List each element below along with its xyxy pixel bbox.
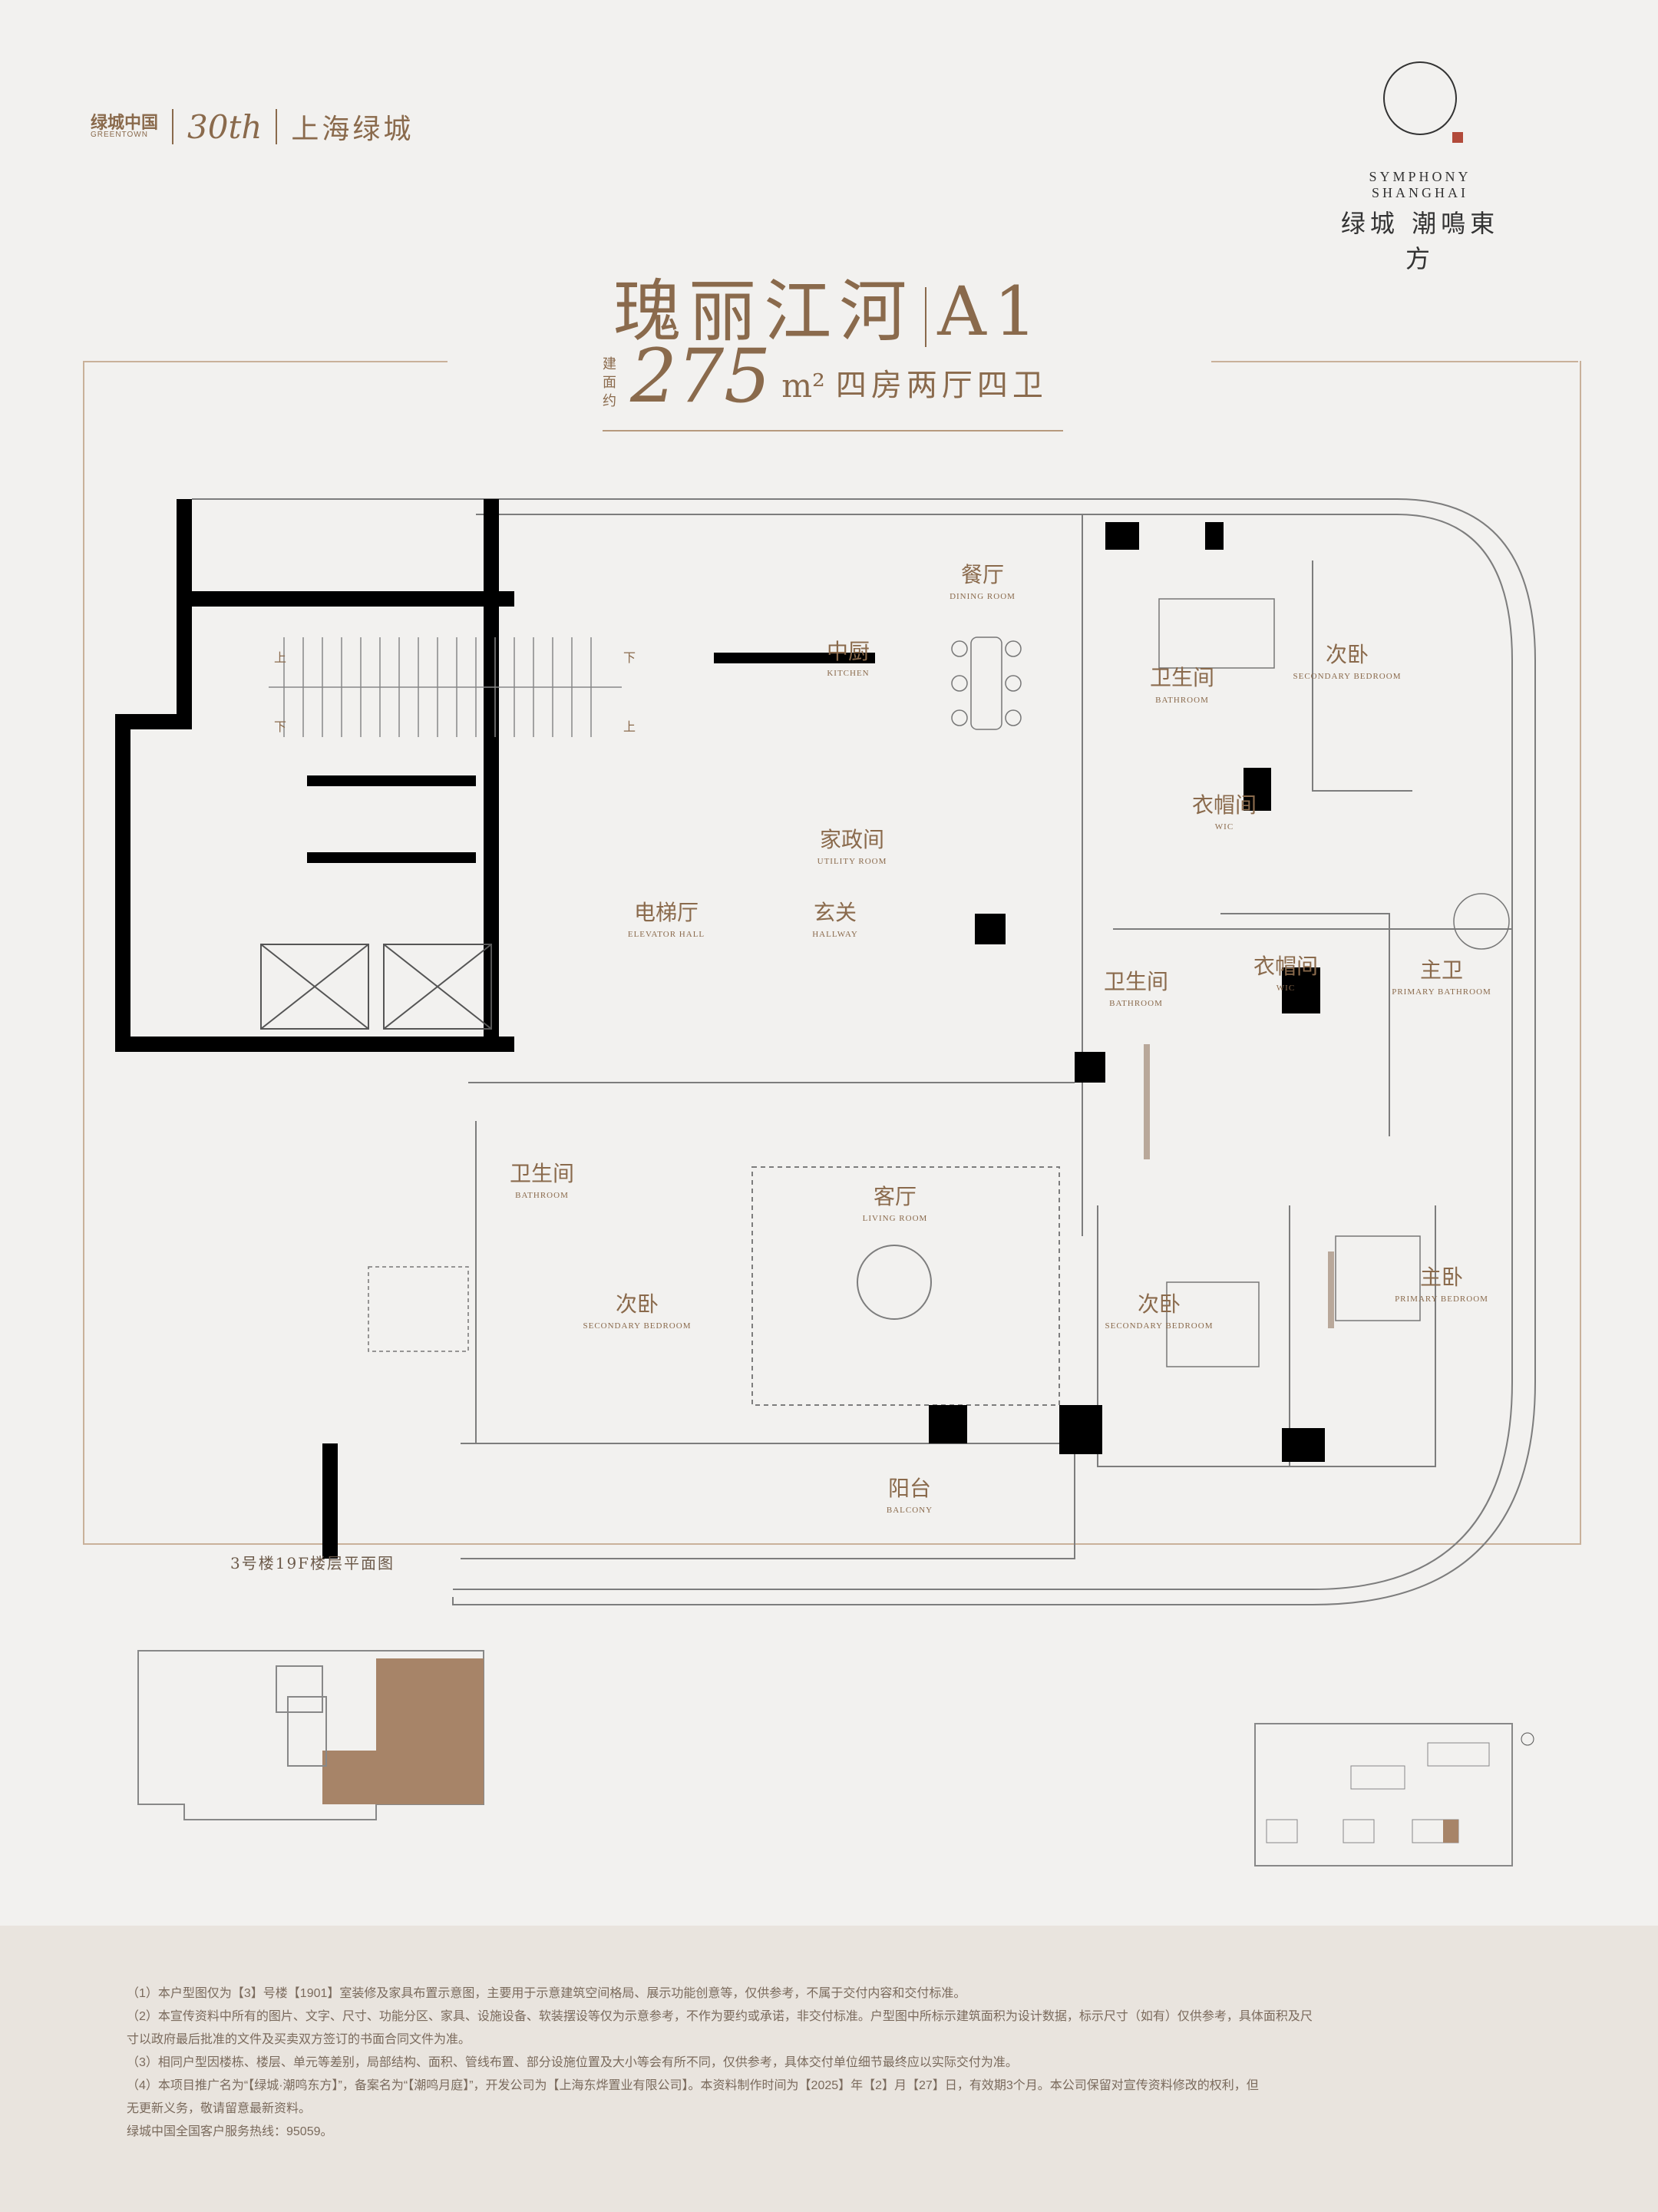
room-bed-3-en: SECONDARY BEDROOM [1105, 1321, 1214, 1331]
unit-subtitle: 建面约 275 m² 四房两厅四卫 [603, 333, 1048, 419]
note-line: （2）本宣传资料中所有的图片、文字、尺寸、功能分区、家具、设施设备、软装摆设等仅… [127, 2010, 1313, 2023]
area-value: 275 [630, 333, 771, 419]
room-bath-1-en: BATHROOM [1155, 696, 1209, 705]
stair-down-2: 下 [274, 719, 286, 734]
room-bath-1: 卫生间 [1150, 665, 1214, 690]
room-balcony: 阳台 [888, 1476, 931, 1501]
stair-down-1: 下 [623, 650, 636, 665]
note-line: （3）相同户型因楼栋、楼层、单元等差别，局部结构、面积、管线布置、部分设施位置及… [127, 2056, 1018, 2069]
note-line: （4）本项目推广名为“【绿城·潮鸣东方】”，备案名为“【潮鸣月庭】”，开发公司为… [127, 2079, 1259, 2092]
note-line: 绿城中国全国客户服务热线：95059。 [127, 2125, 333, 2138]
room-bed-1: 次卧 [1326, 642, 1369, 667]
stair-marks: 上 下 下 上 [274, 650, 636, 734]
footer-pattern [0, 1926, 1658, 2212]
floor-key-plan [137, 1650, 484, 1820]
brand-logo: 绿城中国 GREENTOWN [91, 114, 158, 139]
north-arrow-icon [1521, 1732, 1534, 1746]
key-plan-label: 3号楼19F楼层平面图 [230, 1554, 395, 1572]
brand-header: 绿城中国 GREENTOWN 30th 上海绿城 [91, 107, 414, 146]
brand-sub: GREENTOWN [91, 131, 148, 139]
unit-highlight [376, 1658, 484, 1804]
divider [276, 109, 278, 144]
area-unit: m² [781, 367, 825, 405]
unit-name: 瑰丽江河 [613, 272, 915, 351]
plan-outlines [192, 498, 1536, 1605]
room-living-en: LIVING ROOM [863, 1214, 928, 1223]
project-logo: SYMPHONY SHANGHAI 绿城 潮鳴東方 [1328, 61, 1512, 275]
brand-name: 绿城中国 [91, 113, 159, 132]
room-primary-bed: 主卧 [1420, 1265, 1463, 1290]
room-primary-bed-en: PRIMARY BEDROOM [1395, 1294, 1488, 1304]
room-bath-3: 卫生间 [510, 1161, 574, 1186]
room-primary-bath: 主卫 [1420, 957, 1463, 983]
stair-up-2: 上 [623, 719, 636, 734]
walls [115, 499, 1325, 1559]
stairs [269, 637, 622, 737]
site-plan [1254, 1723, 1534, 1866]
room-bath-2: 卫生间 [1104, 969, 1168, 994]
room-hallway: 玄关 [814, 900, 857, 925]
room-wic-1: 衣帽间 [1192, 792, 1257, 818]
frame-top-right [1211, 361, 1578, 362]
divider [172, 109, 174, 144]
note-line: （1）本户型图仅为【3】号楼【1901】室装修及家具布置示意图，主要用于示意建筑… [127, 1987, 966, 2000]
unit-type: A1 [937, 272, 1045, 351]
room-utility-en: UTILITY ROOM [817, 857, 887, 866]
room-bed-2-en: SECONDARY BEDROOM [583, 1321, 692, 1331]
area-prefix: 建面约 [603, 356, 616, 409]
title-divider [925, 287, 927, 348]
room-wic-2-en: WIC [1277, 984, 1295, 993]
room-elevator-en: ELEVATOR HALL [628, 930, 705, 939]
room-hallway-en: HALLWAY [812, 930, 858, 939]
room-kitchen-en: KITCHEN [827, 669, 869, 678]
room-kitchen: 中厨 [827, 639, 870, 664]
room-labels: 餐厅 DINING ROOM 中厨 KITCHEN 卫生间 BATHROOM 次… [510, 562, 1491, 1515]
room-utility: 家政间 [820, 827, 884, 852]
room-wic-1-en: WIC [1215, 822, 1234, 832]
floor-plan: 餐厅 DINING ROOM 中厨 KITCHEN 卫生间 BATHROOM 次… [115, 498, 1536, 1605]
room-primary-bath-en: PRIMARY BATHROOM [1392, 987, 1491, 997]
plan-frame [83, 361, 1581, 1545]
brand-region: 上海绿城 [291, 113, 414, 144]
note-line: 寸以政府最后批准的文件及买卖双方签订的书面合同文件为准。 [127, 2033, 471, 2046]
seal-icon [1452, 132, 1463, 143]
title-underline [603, 430, 1063, 431]
room-elevator: 电梯厅 [634, 900, 699, 925]
project-name-en: SYMPHONY SHANGHAI [1369, 169, 1471, 200]
note-line: 无更新义务，敬请留意最新资料。 [127, 2102, 312, 2115]
room-bed-1-en: SECONDARY BEDROOM [1293, 672, 1402, 681]
fixtures [1144, 1044, 1334, 1328]
anniversary-logo: 30th [187, 107, 263, 146]
elevators [260, 944, 492, 1030]
project-name-cn: 绿城 潮鳴東方 [1340, 209, 1500, 273]
furniture [368, 598, 1510, 1367]
room-bath-2-en: BATHROOM [1109, 999, 1163, 1008]
room-bath-3-en: BATHROOM [515, 1191, 569, 1200]
disclaimer-notes: （1）本户型图仅为【3】号楼【1901】室装修及家具布置示意图，主要用于示意建筑… [127, 1982, 1531, 2144]
room-bed-2: 次卧 [616, 1291, 659, 1317]
room-dining-en: DINING ROOM [950, 592, 1016, 601]
room-dining: 餐厅 [961, 562, 1004, 587]
room-wic-2: 衣帽间 [1253, 954, 1318, 979]
room-living: 客厅 [874, 1184, 917, 1209]
ring-logo-icon [1383, 61, 1457, 135]
layout-desc: 四房两厅四卫 [835, 368, 1048, 403]
room-balcony-en: BALCONY [887, 1506, 933, 1515]
frame-top-left [83, 361, 448, 362]
stair-up-1: 上 [274, 650, 286, 665]
room-bed-3: 次卧 [1138, 1291, 1181, 1317]
unit-title: 瑰丽江河 A1 [0, 257, 1658, 355]
